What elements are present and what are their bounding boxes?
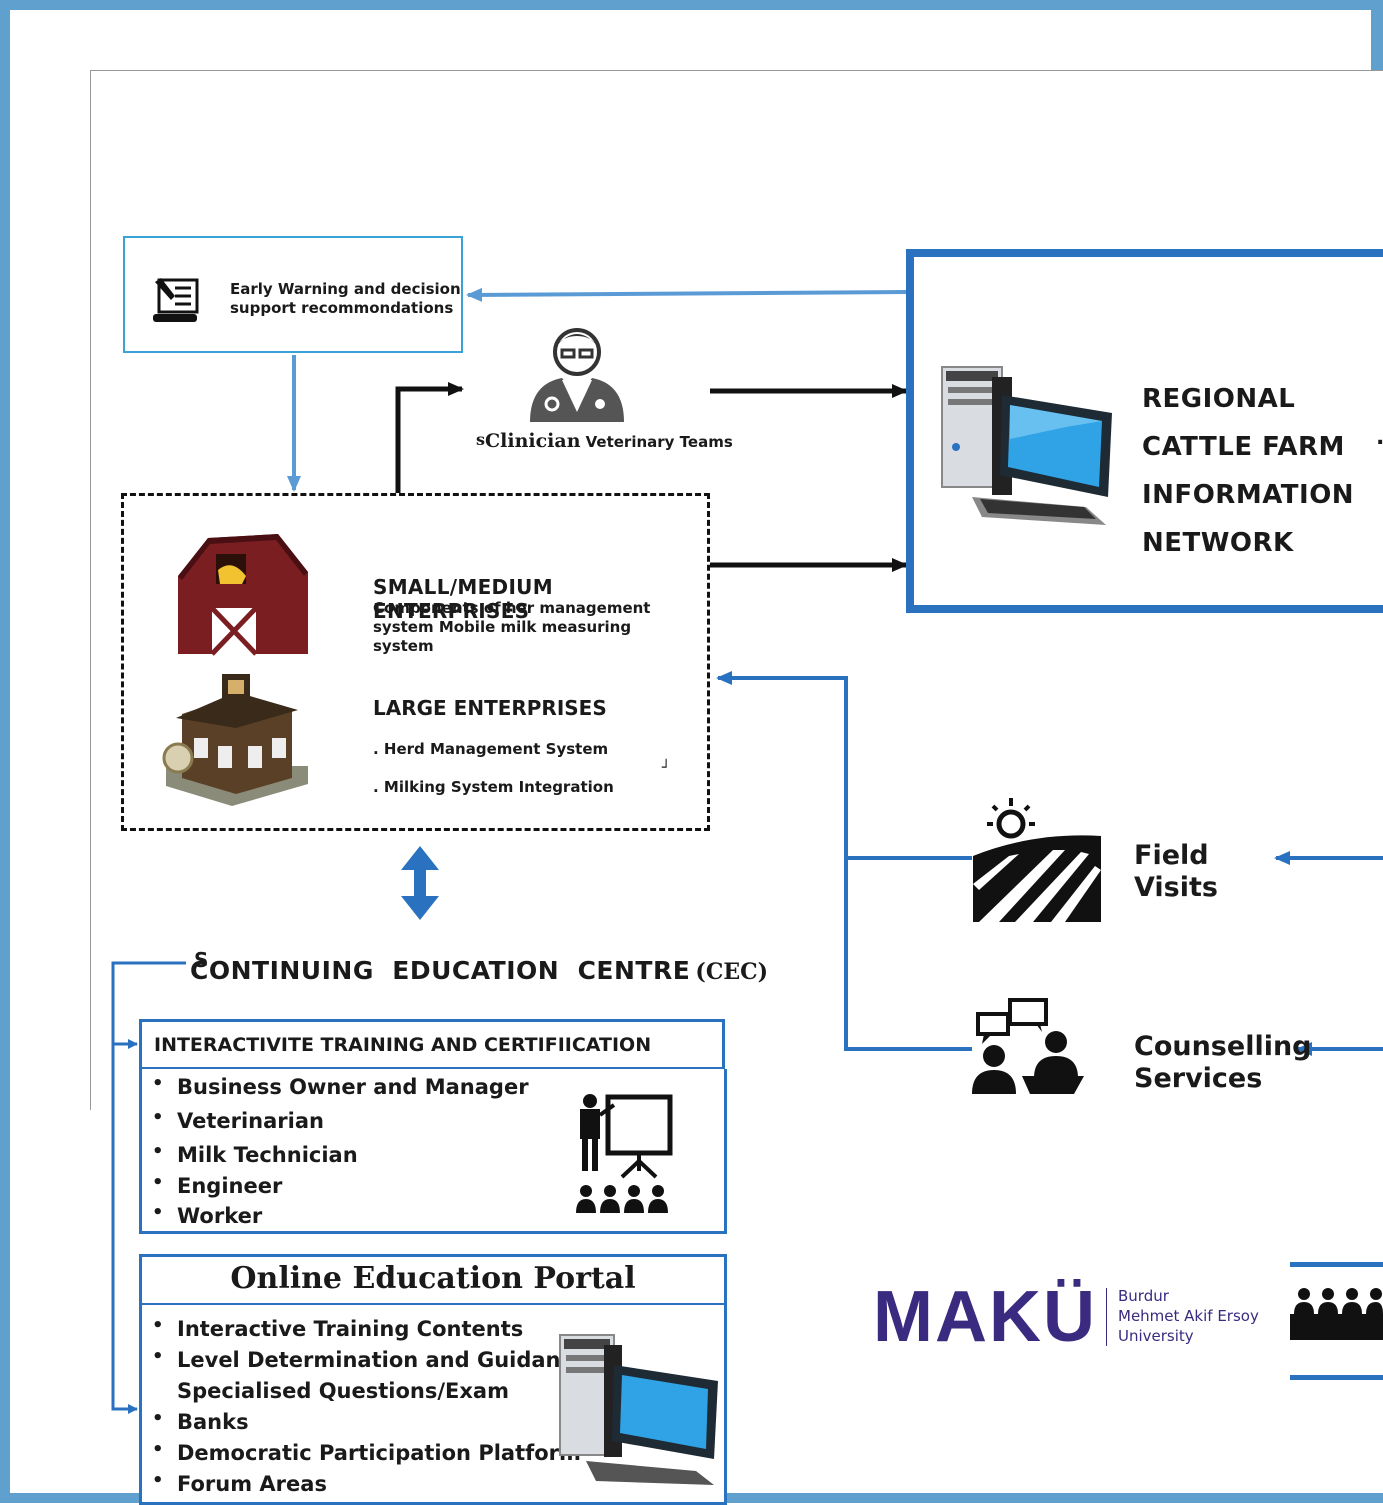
training-item: Milk Technician: [152, 1141, 529, 1174]
arrow-field-to-enterprises: [716, 671, 972, 860]
small-enterprises-title: SMALL/MEDIUM ENTERPRISES: [373, 575, 553, 623]
inner-top-line: [90, 70, 1383, 71]
training-list: Business Owner and Manager Veterinarian …: [152, 1073, 529, 1234]
regional-network-box: REGIONAL CATTLE FARM INFORMATION NETWORK…: [906, 249, 1383, 613]
counselling-label: Counselling Services: [1134, 1031, 1312, 1095]
early-warning-box: Early Warning and decision support recom…: [123, 236, 463, 353]
portal-header: Online Education Portal: [139, 1254, 727, 1306]
frame-right-edge: [1371, 0, 1383, 70]
field-visits-line-1: Field: [1134, 840, 1209, 871]
clinician-prefix: s: [476, 430, 486, 449]
portal-item: Democratic Participation Platform: [152, 1439, 587, 1472]
network-line-1: REGIONAL: [1142, 384, 1296, 414]
small-enterprises-desc: Components of her management system Mobi…: [373, 599, 651, 655]
clinician-subtitle: Veterinary Teams: [585, 433, 733, 451]
arrow-enterprises-to-clinician: [395, 382, 464, 533]
portal-computer-icon: [559, 1334, 718, 1485]
training-header: INTERACTIVITE TRAINING AND CERTIFIICATIO…: [139, 1019, 725, 1070]
training-item: Engineer: [152, 1172, 529, 1204]
field-visits-label: Field Visits: [1134, 840, 1218, 904]
portal-title: Online Education Portal: [230, 1261, 636, 1296]
cec-title: CONTINUING EDUCATION CENTRE: [190, 956, 691, 985]
training-title: INTERACTIVITE TRAINING AND CERTIFIICATIO…: [154, 1034, 652, 1056]
barn-icon: [178, 534, 308, 656]
training-item: Worker: [152, 1202, 529, 1234]
cec-prefix: S: [194, 948, 209, 972]
presentation-icon: [576, 1094, 673, 1213]
portal-item-text: Specialised Questions/Exam: [177, 1379, 509, 1403]
line-counselling-join: [844, 858, 972, 1051]
portal-list-box: Interactive Training Contents Level Dete…: [139, 1305, 727, 1505]
network-line-3: INFORMATION: [1142, 480, 1355, 510]
logo-sub-line-2: Mehmet Akif Ersoy: [1118, 1307, 1259, 1325]
logo-sub-line-1: Burdur: [1118, 1287, 1169, 1305]
clinician-title: Clinician: [485, 430, 581, 452]
portal-item: Forum Areas: [152, 1470, 587, 1503]
counselling-line-1: Counselling: [1134, 1031, 1312, 1062]
portal-item: Level Determination and Guidance: [152, 1346, 587, 1379]
network-line-2: CATTLE FARM: [1142, 432, 1345, 462]
stray-mark: ┘: [662, 760, 671, 776]
network-edge-mark: .i: [1376, 425, 1383, 450]
network-line-4: NETWORK: [1142, 528, 1294, 558]
clinician-label: sClinician Veterinary Teams: [476, 430, 733, 452]
arrow-network-to-warning: [466, 287, 907, 302]
field-visits-line-2: Visits: [1134, 872, 1218, 903]
counselling-icon: [972, 998, 1084, 1094]
cec-abbr: (CEC): [695, 959, 769, 985]
portal-list: Interactive Training Contents Level Dete…: [152, 1315, 587, 1503]
inner-left-line: [90, 70, 91, 1110]
enterprises-box: SMALL/MEDIUM ENTERPRISES Components of h…: [121, 493, 710, 831]
training-list-box: Business Owner and Manager Veterinarian …: [139, 1069, 727, 1234]
logo-divider: [1106, 1288, 1107, 1346]
field-icon: [973, 798, 1101, 922]
computer-icon: [941, 366, 1112, 525]
document-edit-icon: [153, 278, 199, 322]
logo-subtitle: Burdur Mehmet Akif Ersoy University: [1118, 1286, 1259, 1346]
bottom-right-bar-bottom: [1290, 1375, 1383, 1380]
cec-heading: S CONTINUING EDUCATION CENTRE (CEC): [190, 948, 769, 985]
meeting-icon: [1290, 1288, 1383, 1340]
training-item: Veterinarian: [152, 1107, 529, 1143]
large-item-herd: . Herd Management System: [373, 740, 609, 758]
large-item-milking: . Milking System Integration: [373, 778, 614, 796]
portal-item: Banks: [152, 1408, 587, 1441]
maku-logo: MAKÜ: [873, 1277, 1097, 1357]
double-arrow: [401, 846, 439, 920]
cec-bracket: [111, 961, 186, 1414]
bottom-right-bar-top: [1290, 1262, 1383, 1267]
counselling-line-2: Services: [1134, 1063, 1263, 1094]
early-warning-text: Early Warning and decision support recom…: [230, 280, 461, 317]
portal-item: Interactive Training Contents: [152, 1315, 587, 1348]
large-farm-icon: [162, 674, 308, 806]
portal-item: Specialised Questions/Exam: [152, 1379, 587, 1410]
doctor-icon: [530, 328, 624, 422]
training-item: Business Owner and Manager: [152, 1073, 529, 1109]
logo-sub-line-3: University: [1118, 1327, 1194, 1345]
large-enterprises-title: LARGE ENTERPRISES: [373, 696, 607, 720]
network-title: REGIONAL CATTLE FARM INFORMATION NETWORK: [1142, 375, 1354, 567]
